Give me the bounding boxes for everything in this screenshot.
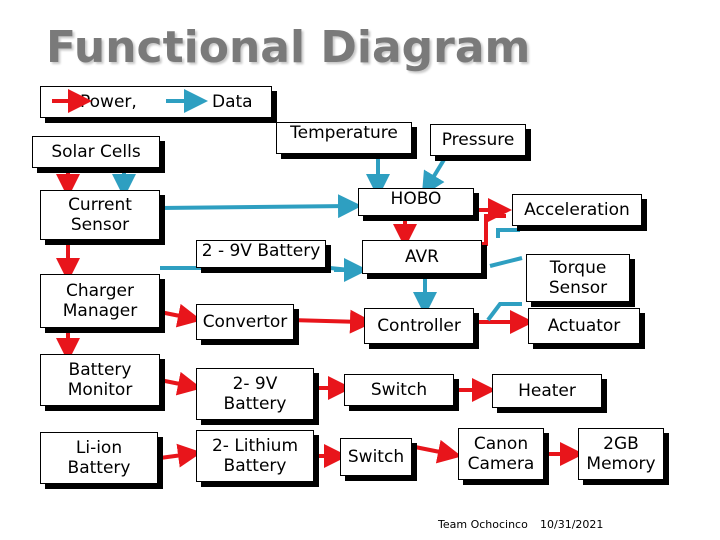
pressure-label: Pressure xyxy=(441,130,515,150)
page-title: Functional Diagram xyxy=(46,22,531,73)
data-lines xyxy=(112,156,574,322)
li-ion-battery-label: Li-ion Battery xyxy=(67,438,131,478)
legend-data-label: Data xyxy=(212,92,253,112)
current-sensor-block: Current Sensor xyxy=(40,190,160,240)
switch-2-block: Switch xyxy=(340,438,412,476)
battery-monitor-block: Battery Monitor xyxy=(40,354,160,406)
pressure-block: Pressure xyxy=(430,124,526,156)
two-9v-battery-b-block: 2- 9V Battery xyxy=(196,368,314,420)
two-9v-battery-b-label: 2- 9V Battery xyxy=(223,374,287,414)
avr-label: AVR xyxy=(405,247,439,267)
temperature-block: Temperature xyxy=(276,122,412,154)
solar-cells-block: Solar Cells xyxy=(32,136,160,168)
two-lithium-battery-block: 2- Lithium Battery xyxy=(196,430,314,482)
current-sensor-label: Current Sensor xyxy=(68,195,132,235)
convertor-block: Convertor xyxy=(196,304,294,340)
heater-label: Heater xyxy=(518,381,576,401)
acceleration-block: Acceleration xyxy=(512,194,642,226)
heater-block: Heater xyxy=(492,374,602,408)
power-lines xyxy=(56,168,584,468)
charger-manager-block: Charger Manager xyxy=(40,274,160,328)
controller-label: Controller xyxy=(377,316,461,336)
avr-block: AVR xyxy=(362,240,482,274)
two-lithium-battery-label: 2- Lithium Battery xyxy=(211,436,299,476)
hobo-label: HOBO xyxy=(390,189,442,209)
two-9v-battery-label: 2 - 9V Battery xyxy=(201,241,321,261)
charger-manager-label: Charger Manager xyxy=(62,281,138,321)
canon-camera-label: Canon Camera xyxy=(467,434,535,474)
two-9v-battery-block: 2 - 9V Battery xyxy=(196,240,326,268)
footer-team: Team Ochocinco xyxy=(438,518,528,531)
canon-camera-block: Canon Camera xyxy=(458,428,544,480)
footer-date: 10/31/2021 xyxy=(540,518,604,531)
legend-power-label: Power, xyxy=(80,92,137,112)
actuator-label: Actuator xyxy=(547,316,621,336)
temperature-label: Temperature xyxy=(290,123,398,143)
torque-sensor-block: Torque Sensor xyxy=(526,254,630,302)
switch-1-label: Switch xyxy=(370,380,428,400)
battery-monitor-label: Battery Monitor xyxy=(67,360,133,400)
switch-2-label: Switch xyxy=(347,447,405,467)
convertor-label: Convertor xyxy=(202,312,288,332)
hobo-block: HOBO xyxy=(358,188,474,216)
torque-sensor-label: Torque Sensor xyxy=(548,258,608,298)
memory-2gb-label: 2GB Memory xyxy=(586,434,656,474)
actuator-block: Actuator xyxy=(528,308,640,344)
solar-cells-label: Solar Cells xyxy=(51,142,141,162)
controller-block: Controller xyxy=(364,308,474,344)
acceleration-label: Acceleration xyxy=(524,200,630,220)
li-ion-battery-block: Li-ion Battery xyxy=(40,432,158,484)
memory-2gb-block: 2GB Memory xyxy=(578,428,664,480)
switch-1-block: Switch xyxy=(344,374,454,406)
